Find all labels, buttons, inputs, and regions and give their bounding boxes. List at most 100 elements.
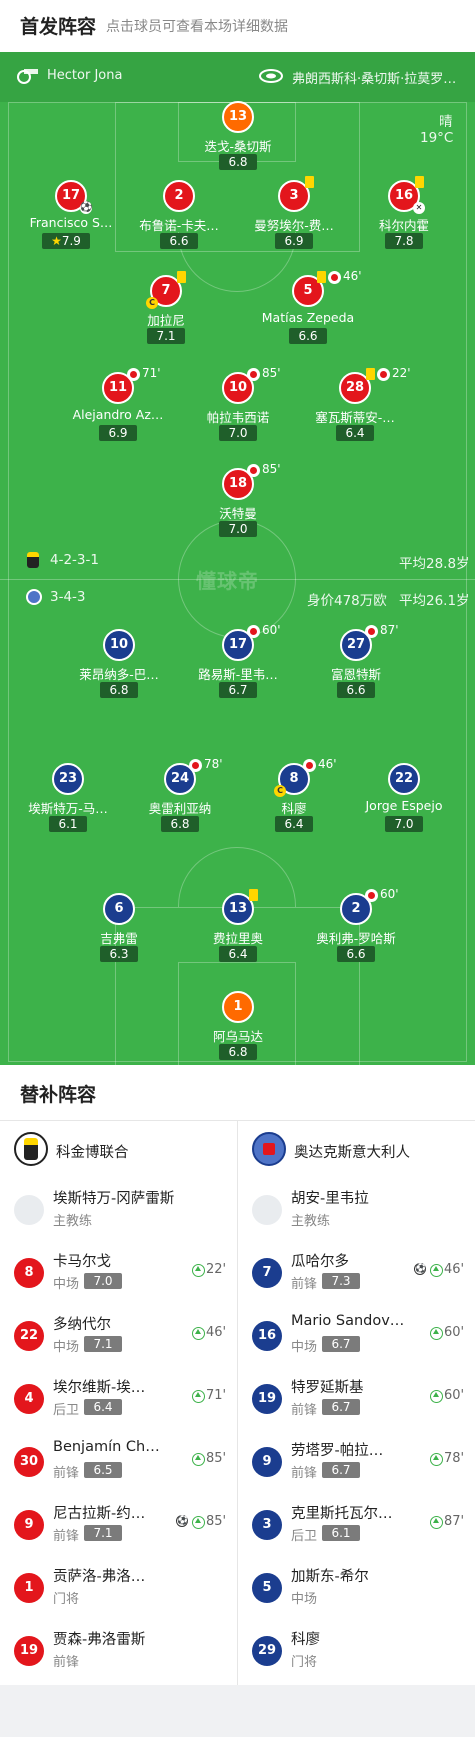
away-coach-row[interactable]: 胡安-里韦拉 主教练 [238, 1177, 475, 1240]
player-home-13[interactable]: 13 迭戈-桑切斯 6.8 [163, 101, 313, 181]
player-home-17[interactable]: 17 ⚽ Francisco S… ★7.9 [0, 180, 146, 260]
player-away-8[interactable]: 8 46' C 科廖 6.4 [219, 757, 369, 843]
player-name: 沃特曼 [219, 506, 257, 521]
away-team-name: 奥达克斯意大利人 [294, 1145, 410, 1161]
sub-position: 前锋 [291, 1466, 318, 1481]
sub-number: 5 [252, 1573, 282, 1603]
player-away-2[interactable]: 2 60' 奥利弗-罗哈斯 6.6 [281, 887, 431, 973]
player-home-28[interactable]: 28 22' 塞瓦斯蒂安-… 6.4 [280, 366, 430, 452]
player-home-10[interactable]: 10 85' 帕拉韦西诺 7.0 [163, 366, 313, 452]
sub-row[interactable]: 16 Mario Sandov… 中场 6.7 60' [238, 1303, 475, 1366]
player-rating: 6.8 [219, 1044, 257, 1060]
sub-row[interactable]: 8 卡马尔戈 中场 7.0 22' [0, 1240, 237, 1303]
player-home-3[interactable]: 3 曼努埃尔-费… 6.9 [219, 176, 369, 260]
player-name: 奥雷利亚纳 [148, 801, 212, 816]
sub-in-icon [430, 1327, 443, 1340]
watermark: 懂球帝 [196, 569, 259, 593]
player-rating: 6.4 [219, 946, 257, 962]
sub-row[interactable]: 19 贾森-弗洛雷斯 前锋 [0, 1618, 237, 1681]
player-away-24[interactable]: 24 78' 奥雷利亚纳 6.8 [105, 757, 255, 843]
sub-number: 30 [14, 1447, 44, 1477]
player-rating: 7.0 [385, 816, 423, 832]
captain-icon: C [274, 785, 286, 797]
sub-number: 9 [14, 1510, 44, 1540]
sub-position: 中场 [53, 1277, 80, 1292]
coach-avatar-icon [252, 1195, 282, 1225]
sub-in-time: 46' [444, 1262, 465, 1277]
player-home-5[interactable]: 5 46' Matías Zepeda 6.6 [233, 269, 383, 355]
player-away-27[interactable]: 27 87' 富恩特斯 6.6 [281, 623, 431, 709]
player-name: 加拉尼 [147, 313, 185, 328]
sub-out-icon [365, 625, 378, 638]
sub-out-icon [189, 759, 202, 772]
sub-in-icon [192, 1327, 205, 1340]
player-name: Jorge Espejo [365, 798, 443, 813]
weather-condition: 晴 [439, 114, 453, 130]
sub-number: 19 [14, 1636, 44, 1666]
sub-row[interactable]: 22 多纳代尔 中场 7.1 46' [0, 1303, 237, 1366]
sub-time: 46' [343, 269, 362, 283]
sub-row[interactable]: 5 加斯东-希尔 中场 [238, 1555, 475, 1618]
sub-row[interactable]: 9 尼古拉斯-约… 前锋 7.1 ⚽ 85' [0, 1492, 237, 1555]
player-number: 3 [278, 180, 310, 212]
player-name: 帕拉韦西诺 [206, 410, 270, 425]
player-away-17[interactable]: 17 60' 路易斯-里韦… 6.7 [163, 623, 313, 709]
player-away-1[interactable]: 1 阿乌马达 6.8 [163, 991, 313, 1065]
sub-name: 克里斯托瓦尔… [291, 1506, 393, 1522]
sub-position: 中场 [291, 1340, 318, 1355]
player-rating: 7.0 [219, 425, 257, 441]
player-home-11[interactable]: 11 71' Alejandro Az… 6.9 [43, 366, 193, 452]
sub-name: 多纳代尔 [53, 1317, 111, 1333]
pitch: Hector Jona 弗朗西斯科·桑切斯·拉莫罗… 晴 19°C 懂球帝 4-… [0, 52, 475, 1065]
player-name: 塞瓦斯蒂安-… [315, 410, 395, 425]
player-rating: 6.4 [275, 816, 313, 832]
sub-row[interactable]: 1 贡萨洛-弗洛… 门将 [0, 1555, 237, 1618]
sub-row[interactable]: 7 瓜哈尔多 前锋 7.3 ⚽ 46' [238, 1240, 475, 1303]
player-home-7[interactable]: 7 C 加拉尼 7.1 [91, 271, 241, 355]
sub-rating: 7.3 [322, 1273, 360, 1289]
player-rating: 6.3 [100, 946, 138, 962]
player-name: 路易斯-里韦… [198, 667, 278, 682]
sub-time: 22' [392, 366, 411, 380]
player-name: 迭戈-桑切斯 [204, 139, 272, 154]
player-away-13[interactable]: 13 费拉里奥 6.4 [163, 889, 313, 973]
player-home-2[interactable]: 2 布鲁诺-卡夫… 6.6 [104, 180, 254, 260]
weather-temperature: 19°C [420, 130, 454, 146]
sub-rating: 6.1 [322, 1525, 360, 1541]
referee-name: Hector Jona [47, 68, 123, 83]
sub-position: 门将 [291, 1655, 318, 1670]
sub-name: 劳塔罗-帕拉… [291, 1443, 384, 1459]
substitutes-panel: 替补阵容 科金博联合 埃斯特万-冈萨雷斯 主教练 8 卡马尔戈 中场 7.0 2… [0, 1065, 475, 1685]
sub-row[interactable]: 9 劳塔罗-帕拉… 前锋 6.7 78' [238, 1429, 475, 1492]
player-name: 埃斯特万-马… [28, 801, 108, 816]
home-team-row[interactable]: 科金博联合 [0, 1121, 237, 1177]
sub-position: 前锋 [291, 1277, 318, 1292]
player-rating: ★7.9 [42, 233, 90, 249]
sub-row[interactable]: 19 特罗延斯基 前锋 6.7 60' [238, 1366, 475, 1429]
home-coach-row[interactable]: 埃斯特万-冈萨雷斯 主教练 [0, 1177, 237, 1240]
home-avg-age: 平均28.8岁 [399, 556, 470, 572]
player-number: 16 [388, 180, 420, 212]
home-kit-icon [27, 552, 39, 568]
sub-time: 71' [142, 366, 161, 380]
sub-name: 贡萨洛-弗洛… [53, 1569, 146, 1585]
sub-row[interactable]: 3 克里斯托瓦尔… 后卫 6.1 87' [238, 1492, 475, 1555]
away-team-row[interactable]: 奥达克斯意大利人 [238, 1121, 475, 1177]
sub-row[interactable]: 4 埃尔维斯-埃… 后卫 6.4 71' [0, 1366, 237, 1429]
stadium-name: 弗朗西斯科·桑切斯·拉莫罗… [292, 72, 457, 87]
captain-icon: C [146, 297, 158, 309]
sub-rating: 6.7 [322, 1399, 360, 1415]
sub-time: 85' [262, 366, 281, 380]
sub-row[interactable]: 29 科廖 门将 [238, 1618, 475, 1681]
player-home-18[interactable]: 18 85' 沃特曼 7.0 [163, 462, 313, 548]
sub-row[interactable]: 30 Benjamín Ch… 前锋 6.5 85' [0, 1429, 237, 1492]
player-away-6[interactable]: 6 吉弗雷 6.3 [44, 893, 194, 973]
sub-in-icon [430, 1390, 443, 1403]
player-away-22[interactable]: 22 Jorge Espejo 7.0 [329, 763, 475, 843]
sub-in-time: 46' [206, 1325, 227, 1340]
sub-number: 1 [14, 1573, 44, 1603]
player-away-10[interactable]: 10 莱昂纳多-巴… 6.8 [44, 629, 194, 709]
player-home-16[interactable]: 16 ✕ 科尔内霍 7.8 [329, 176, 475, 260]
player-away-23[interactable]: 23 埃斯特万-马… 6.1 [0, 763, 143, 843]
sub-position: 门将 [53, 1592, 80, 1607]
